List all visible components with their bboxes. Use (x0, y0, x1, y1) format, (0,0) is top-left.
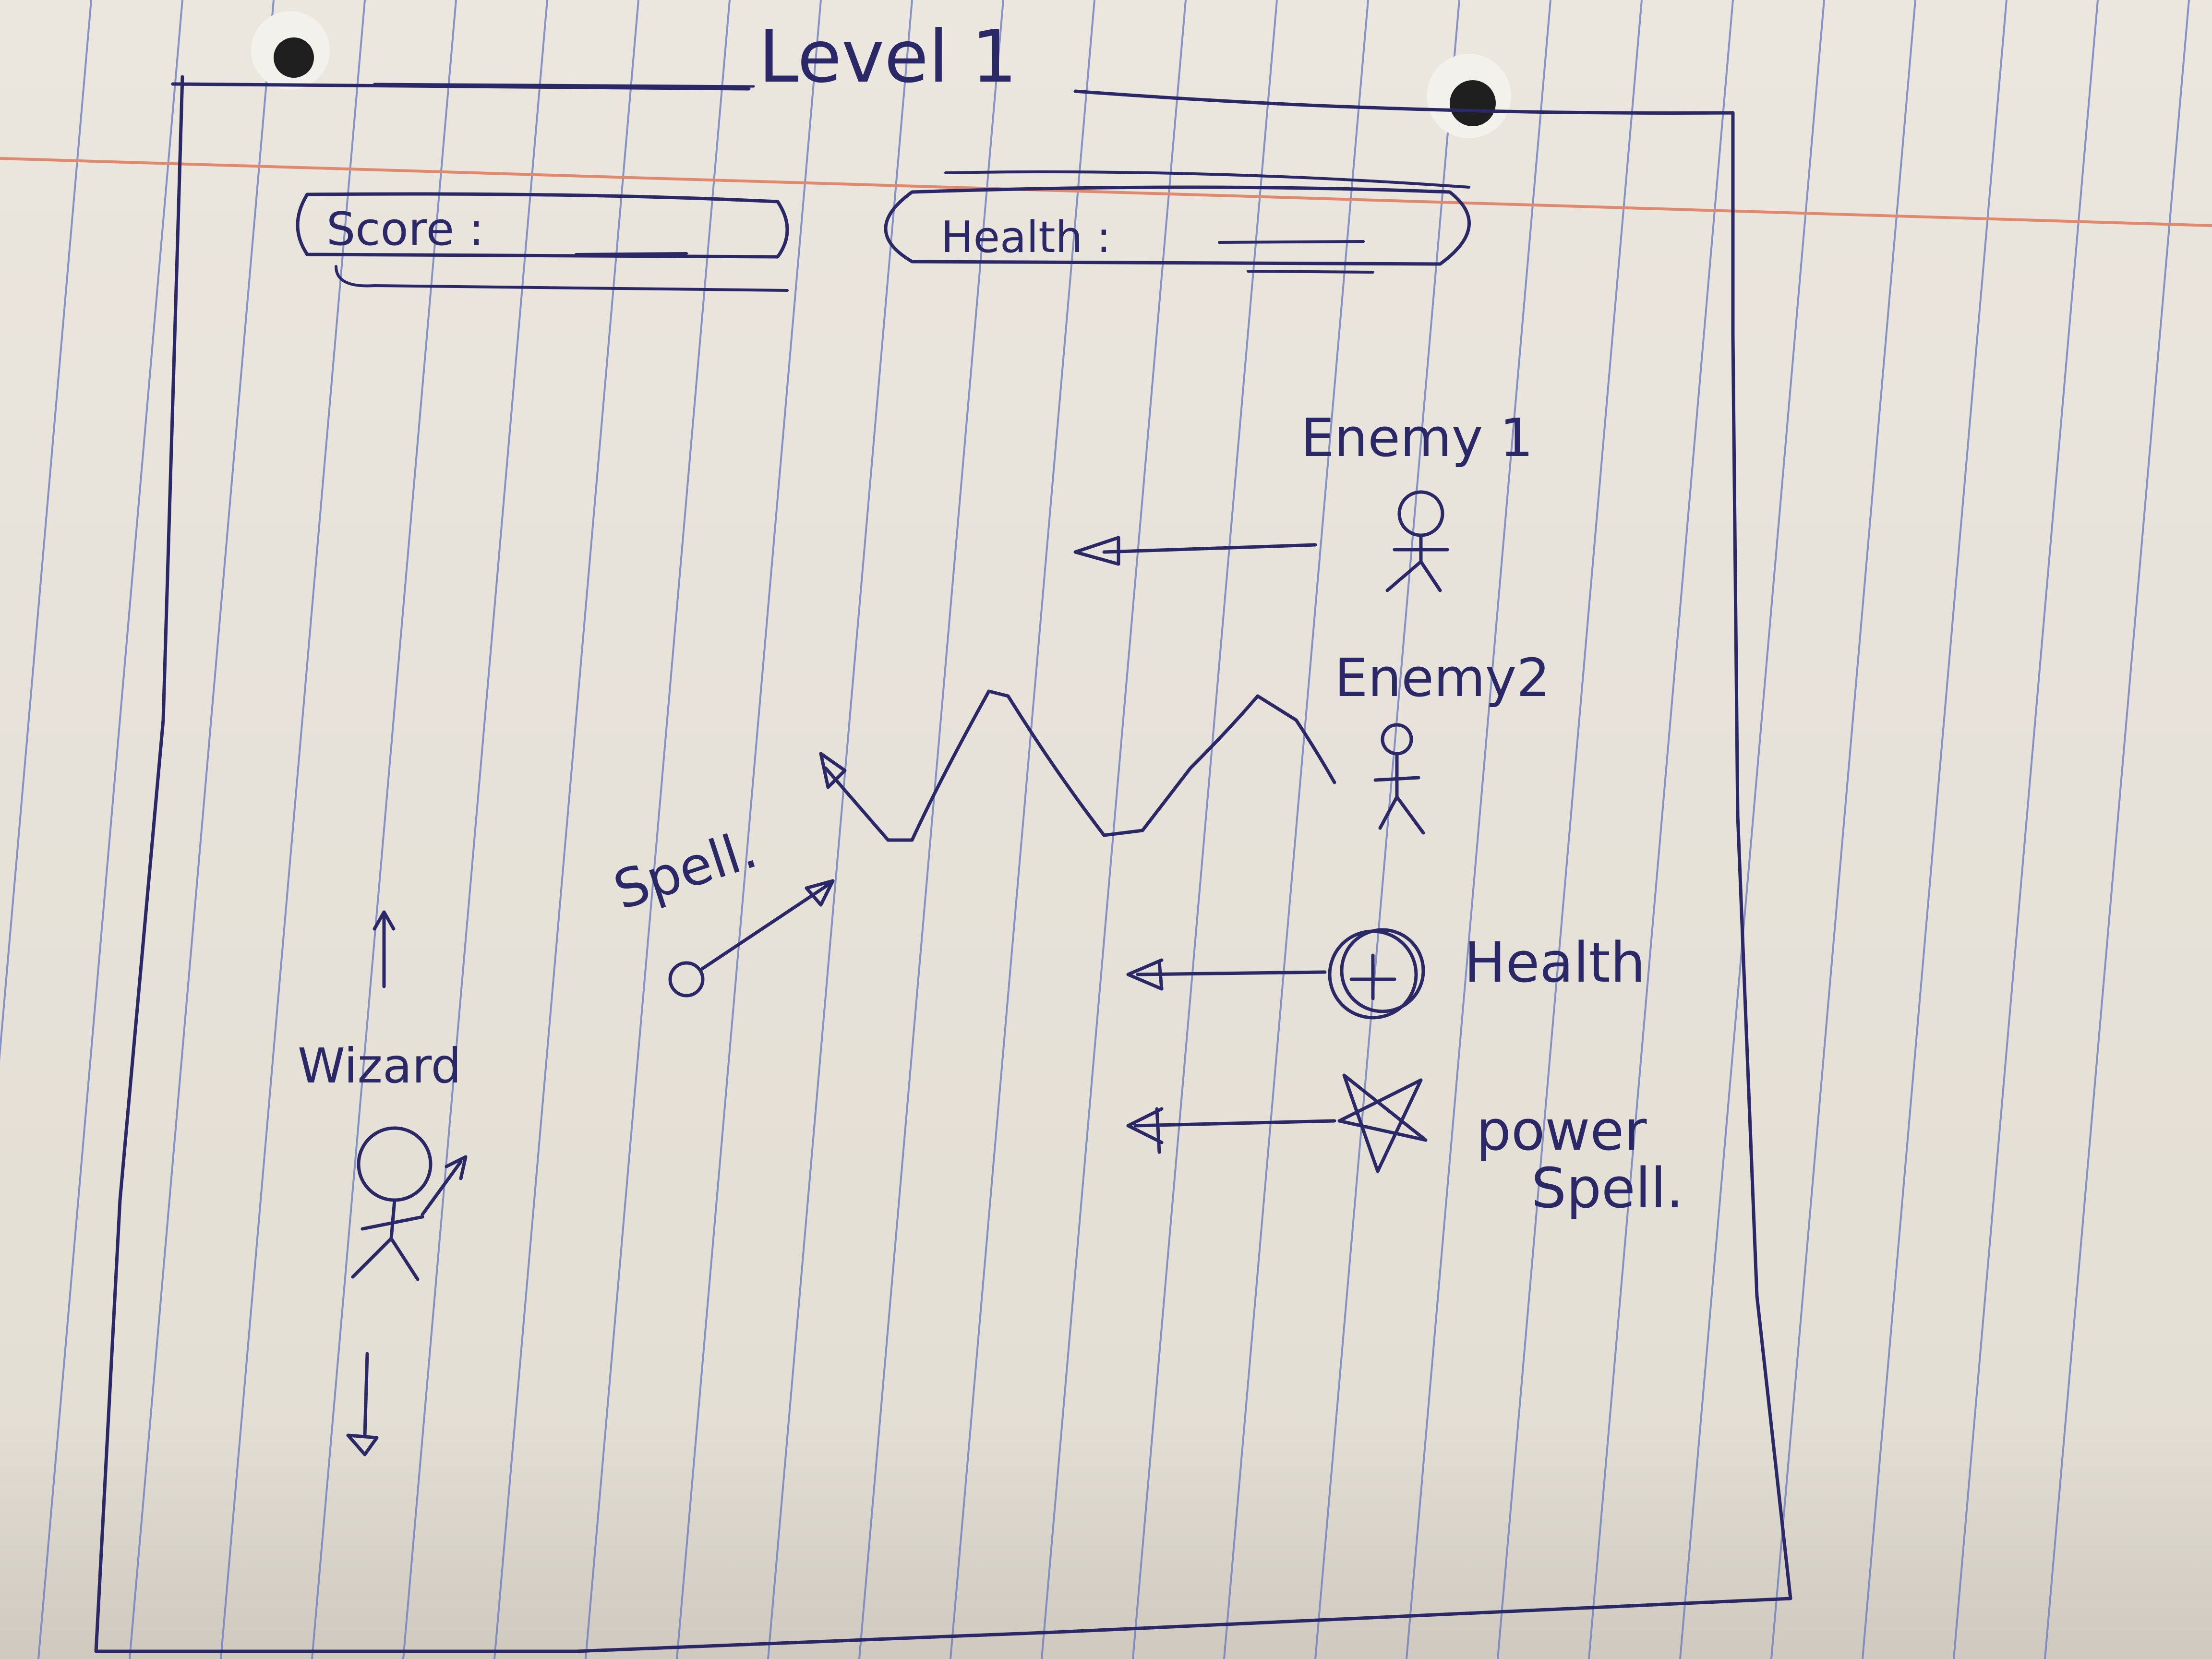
enemy2-label: Enemy2 (1334, 647, 1550, 709)
rule-line (1041, 0, 1187, 1659)
rule-line (1862, 0, 2008, 1659)
health-pickup-label: Health (1464, 931, 1646, 995)
rule-line (1770, 0, 1916, 1659)
rule-line (858, 0, 1004, 1659)
rule-line (767, 0, 913, 1659)
binder-hole-right-shadow (1450, 80, 1496, 126)
power-spell-label-line2: Spell. (1531, 1156, 1683, 1221)
rule-line (1588, 0, 1734, 1659)
score-value-blank (575, 252, 688, 256)
score-label: Score : (326, 203, 484, 256)
rule-line (1406, 0, 1551, 1659)
score-box: Score : (296, 192, 789, 292)
rule-line (1497, 0, 1643, 1659)
power-spell-sprite (1337, 1073, 1428, 1173)
rule-line (1679, 0, 1825, 1659)
frame-top-extra (373, 83, 755, 88)
enemy2-wave-path (819, 689, 1336, 842)
binder-hole-left-shadow (274, 37, 314, 78)
health-box: Health : (884, 170, 1471, 274)
rule-line (2044, 0, 2190, 1659)
health-value-blank (1218, 240, 1374, 274)
enemy1-sprite (1385, 490, 1449, 592)
rule-line (129, 0, 275, 1659)
rule-line (0, 0, 92, 1062)
rule-line (1953, 0, 2099, 1659)
enemy1-label: Enemy 1 (1301, 407, 1533, 469)
margin-line (0, 157, 2212, 227)
enemy2-sprite (1373, 723, 1425, 835)
wizard-sprite (351, 1126, 468, 1281)
rule-line (402, 0, 548, 1659)
power-spell-label-line1: power (1476, 1099, 1647, 1163)
level-title: Level 1 (758, 15, 1017, 99)
rule-line (1132, 0, 1278, 1659)
enemy1-move-arrow (1073, 536, 1317, 566)
rule-line (311, 0, 457, 1659)
wizard-label: Wizard (298, 1038, 461, 1094)
wizard-down-arrow (346, 1352, 379, 1456)
rule-line (950, 0, 1095, 1659)
spell-sprite (668, 879, 835, 998)
rule-line (220, 0, 366, 1659)
health-pickup-sprite (1328, 928, 1425, 1020)
rule-line (676, 0, 822, 1659)
power-spell-arrow (1126, 1107, 1336, 1154)
rule-line (585, 0, 731, 1659)
rule-line (1223, 0, 1369, 1659)
rule-line (493, 0, 639, 1659)
rule-line (1314, 0, 1460, 1659)
game-frame (94, 75, 1792, 1653)
health-pickup-arrow (1126, 958, 1327, 991)
health-label: Health : (941, 212, 1111, 263)
wizard-up-arrow (373, 910, 396, 988)
rule-line (37, 0, 183, 1659)
